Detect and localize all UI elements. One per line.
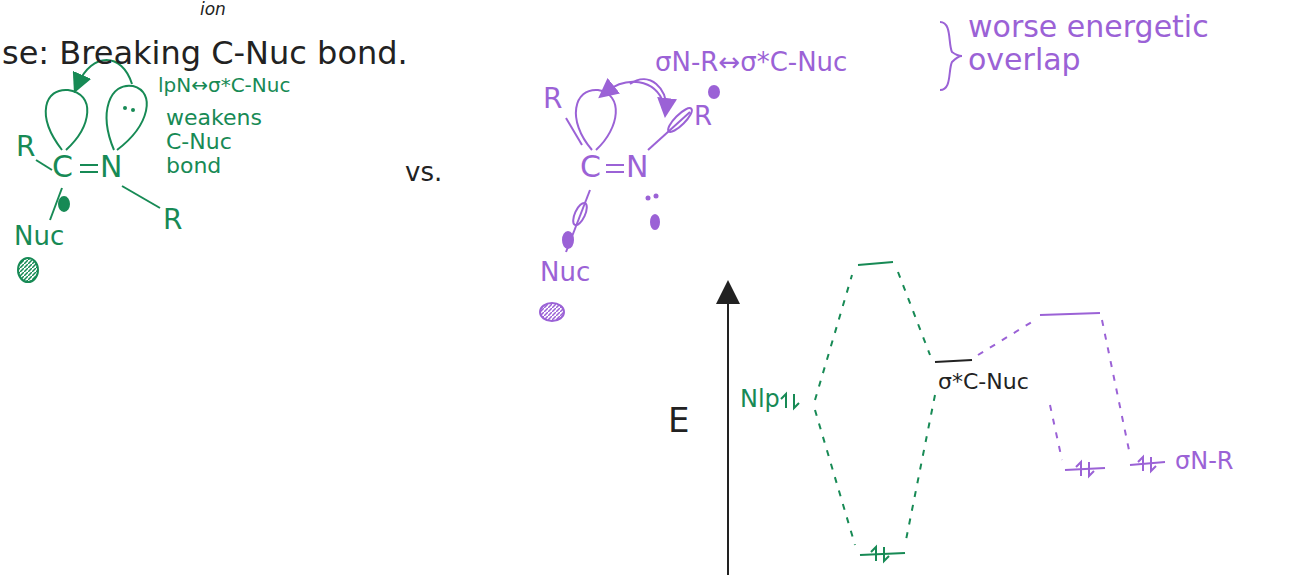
caption-fragment: ion (200, 0, 226, 19)
atom-label: C (52, 150, 73, 183)
note-text: weakens C-Nuc bond (166, 106, 266, 179)
atom-label: N (626, 150, 648, 183)
axis-label: E (668, 402, 689, 439)
orbital-label: σ*C-Nuc (938, 370, 1029, 394)
heading-text: se: Breaking C-Nuc bond. (2, 36, 408, 71)
atom-label: R (543, 84, 562, 115)
note-text: worse energetic overlap (968, 10, 1268, 76)
atom-label: R (163, 205, 182, 236)
interaction-label: lpN↔σ*C-Nuc (158, 74, 290, 96)
orbital-label: Nlp (740, 386, 780, 412)
atom-label: C (580, 150, 601, 183)
versus-text: vs. (405, 158, 442, 187)
orbital-label: σN-R (1175, 448, 1234, 474)
atom-label: Nuc (540, 258, 590, 287)
atom-label: R (694, 102, 712, 131)
atom-label: R (16, 132, 35, 163)
interaction-label: σN-R↔σ*C-Nuc (655, 48, 847, 77)
atom-label: Nuc (14, 222, 64, 251)
atom-label: N (100, 150, 122, 183)
